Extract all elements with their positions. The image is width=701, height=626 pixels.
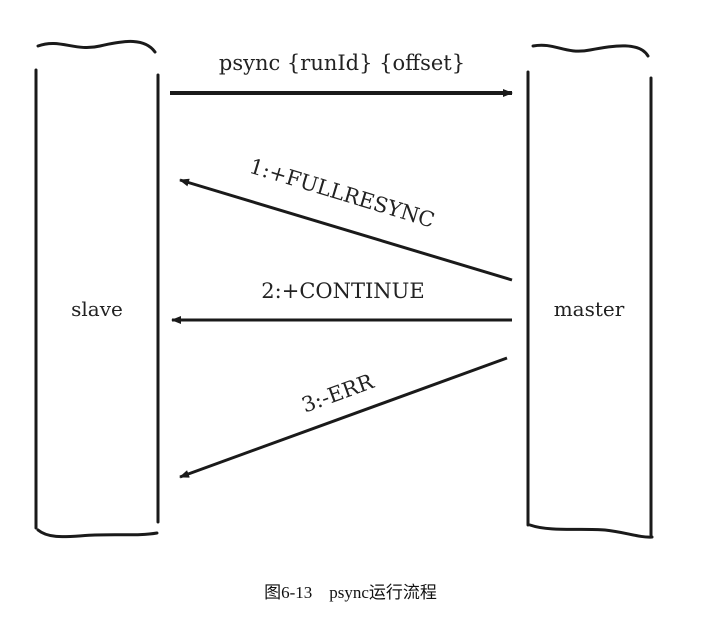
master-label: master [554, 297, 625, 321]
slave-box [34, 40, 160, 539]
master-box [526, 43, 654, 539]
psync-label: psync {runId} {offset} [219, 51, 465, 75]
slave-label: slave [71, 297, 123, 321]
fullresync-arrow [179, 178, 513, 282]
fullresync-label: 1:+FULLRESYNC [247, 154, 438, 232]
continue-label: 2:+CONTINUE [261, 279, 424, 303]
err-arrow [179, 356, 508, 479]
figure-caption: 图6-13 psync运行流程 [264, 583, 437, 602]
